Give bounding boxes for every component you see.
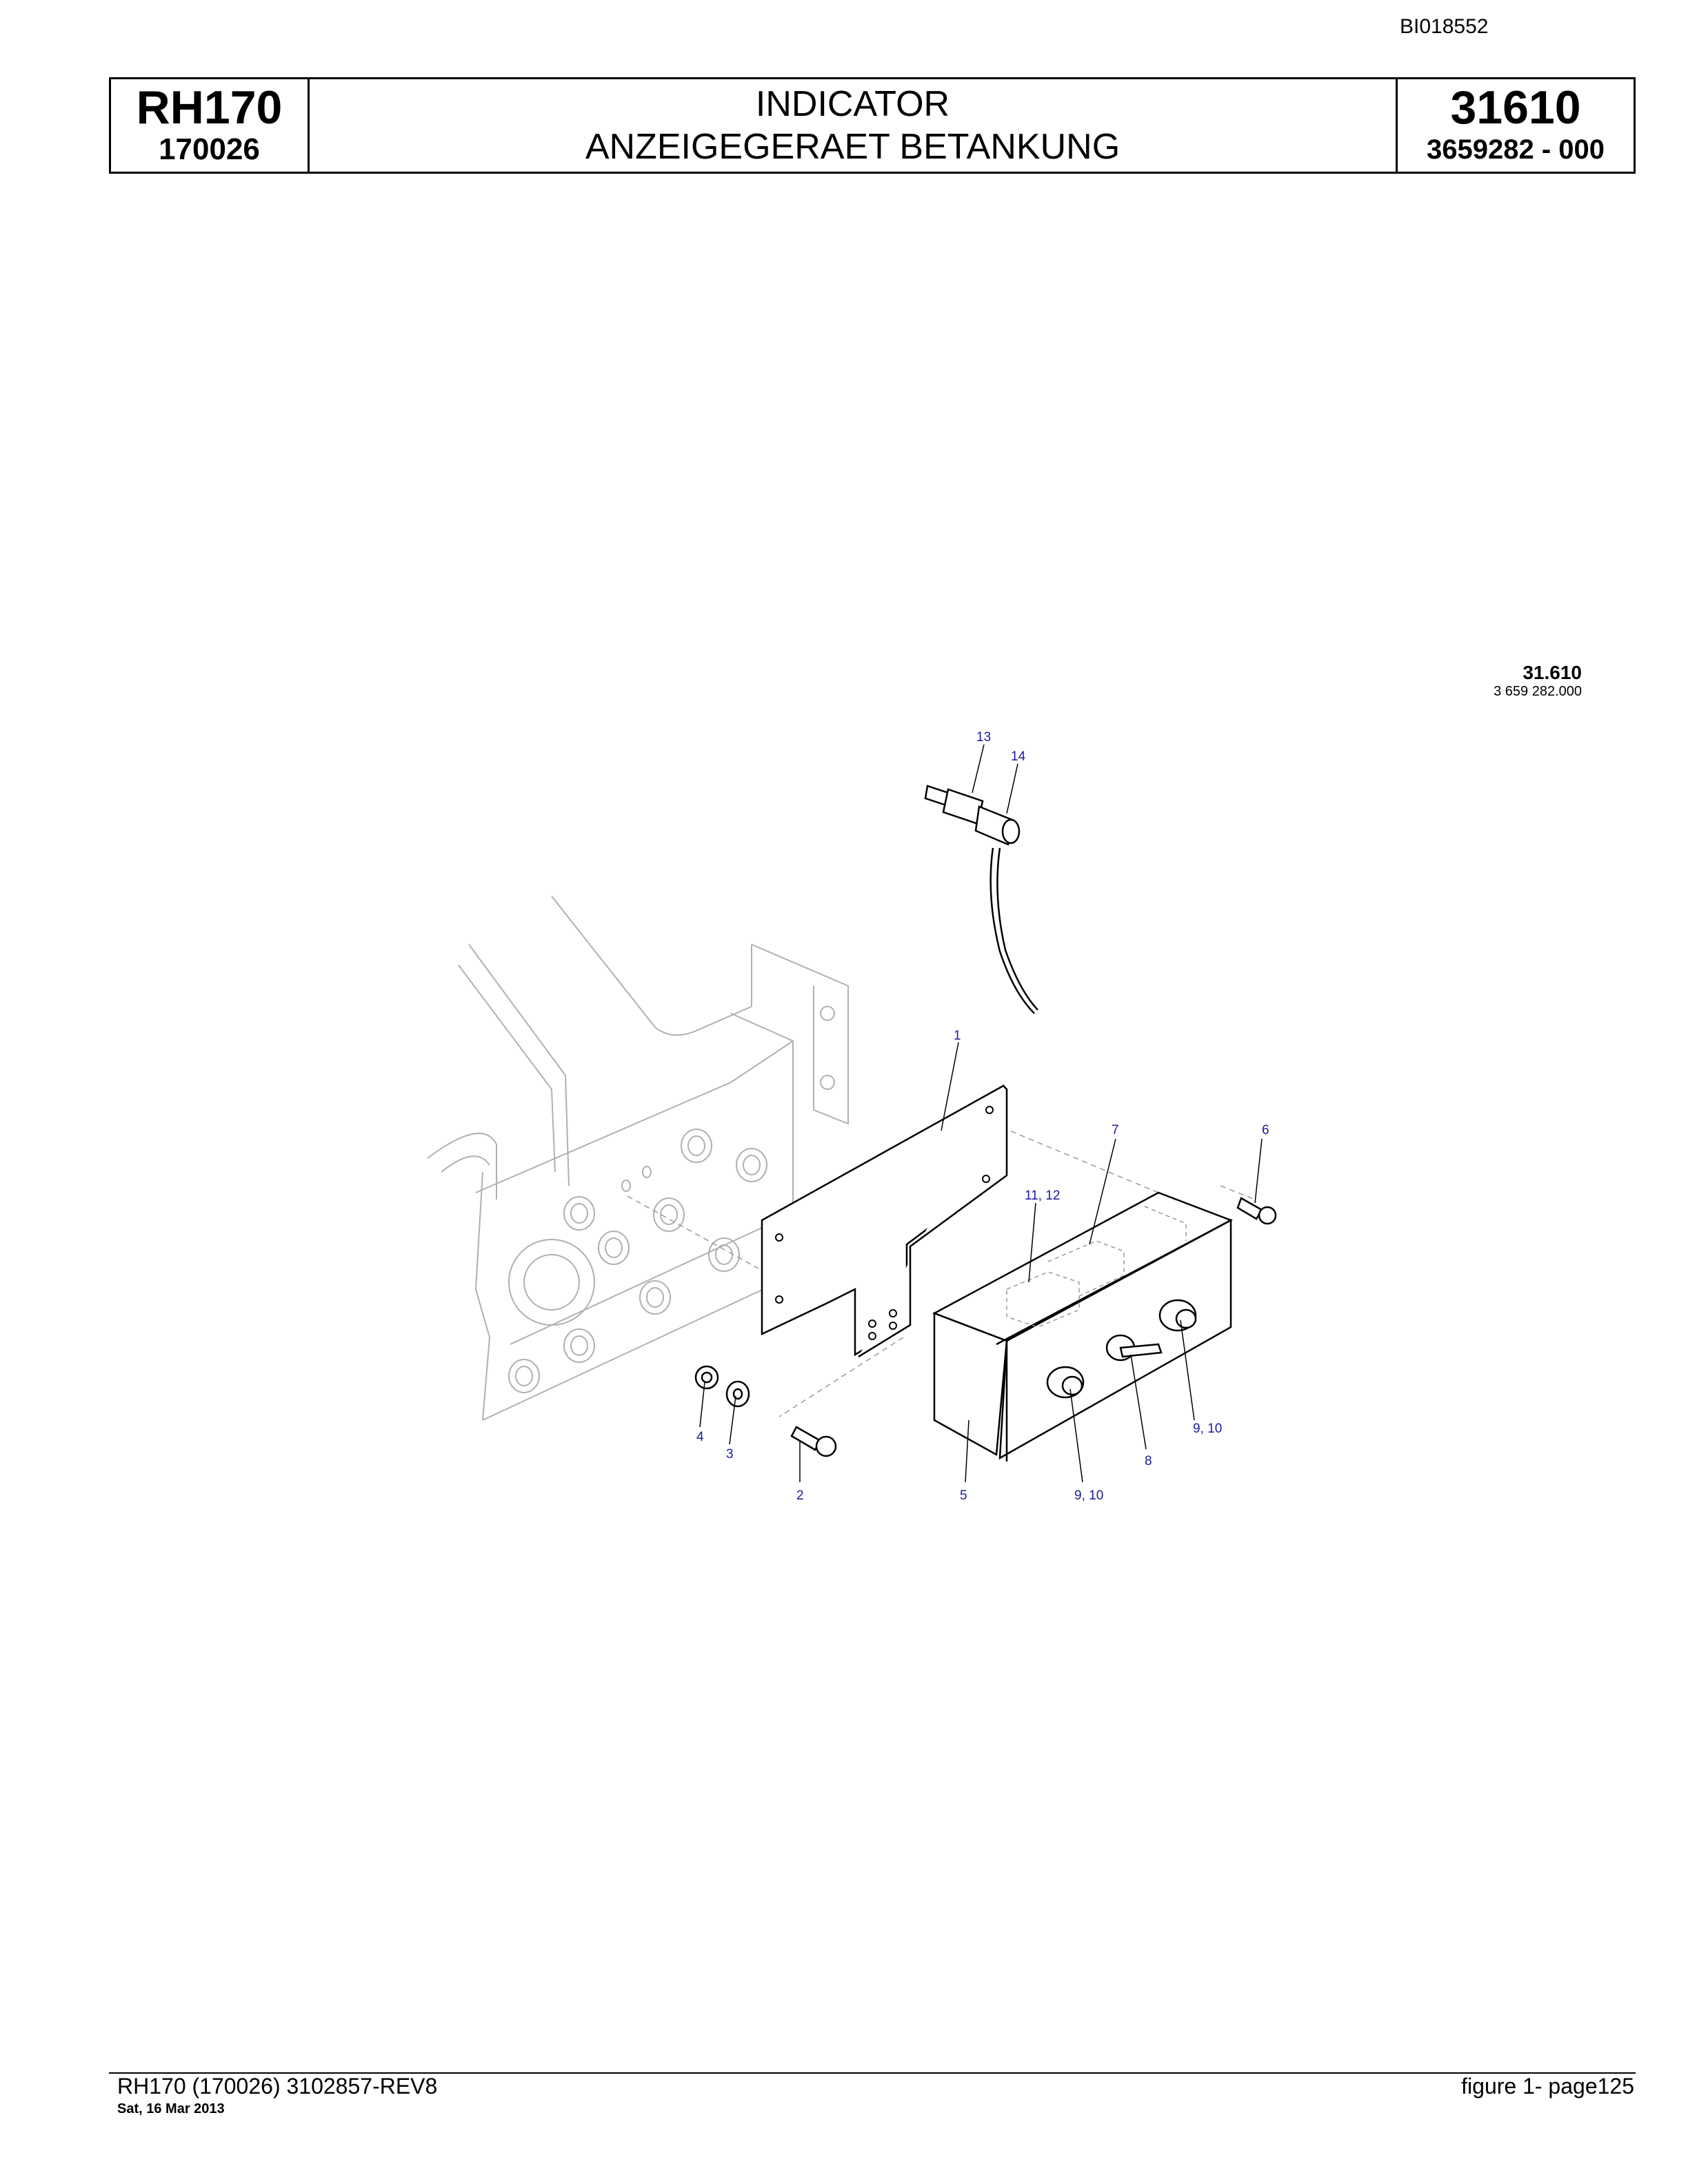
sender-cable [989, 847, 1038, 1014]
callout-11-12: 11, 12 [1025, 1189, 1060, 1203]
group-cell: 31610 3659282 - 000 [1398, 79, 1634, 172]
screw-6 [1236, 1197, 1277, 1225]
serial-number: 170026 [159, 132, 260, 166]
mounting-plate [761, 1084, 1008, 1358]
callout-1: 1 [954, 1029, 961, 1043]
figure-group-ref: 31.610 [1523, 662, 1582, 683]
callout-6: 6 [1262, 1123, 1269, 1138]
model-cell: RH170 170026 [111, 79, 310, 172]
title-english: INDICATOR [755, 84, 950, 124]
leader-lines [699, 744, 1263, 1483]
nut-4 [694, 1365, 719, 1390]
footer-date: Sat, 16 Mar 2013 [117, 2101, 225, 2116]
group-number: 31610 [1450, 81, 1581, 134]
callout-8: 8 [1145, 1454, 1152, 1468]
callout-14: 14 [1011, 749, 1026, 764]
document-id: BI018552 [1400, 15, 1489, 38]
title-cell: INDICATOR ANZEIGEGERAET BETANKUNG [310, 79, 1398, 172]
machine-frame [427, 896, 849, 1421]
callout-5: 5 [960, 1488, 967, 1503]
callout-9-10-right: 9, 10 [1193, 1422, 1222, 1436]
callout-3: 3 [726, 1447, 734, 1462]
housing-hidden-parts [1006, 1206, 1187, 1328]
callout-13: 13 [976, 730, 991, 745]
indicator-housing [932, 1191, 1233, 1462]
callout-2: 2 [796, 1488, 804, 1503]
part-number: 3659282 - 000 [1426, 134, 1605, 165]
title-block: RH170 170026 INDICATOR ANZEIGEGERAET BET… [109, 77, 1636, 174]
washer-3 [725, 1380, 750, 1408]
callout-9-10-left: 9, 10 [1074, 1488, 1103, 1503]
footer-document-ref: RH170 (170026) 3102857-REV8 [117, 2074, 438, 2099]
callout-4: 4 [696, 1430, 704, 1444]
model-number: RH170 [136, 81, 283, 134]
callout-7: 7 [1112, 1123, 1119, 1138]
figure-reference: 31.610 3 659 282.000 [1494, 662, 1582, 700]
indicator-lamp-right [1158, 1299, 1197, 1332]
footer-page-ref: figure 1- page125 [1461, 2074, 1634, 2099]
assembly-lines [627, 1123, 1256, 1417]
footer-rule [109, 2072, 1636, 2074]
indicator-lamp-left [1046, 1366, 1085, 1399]
plate-holes [775, 1106, 994, 1340]
bolt-2 [790, 1426, 837, 1457]
figure-part-ref: 3 659 282.000 [1494, 684, 1582, 699]
title-german: ANZEIGEGERAET BETANKUNG [585, 127, 1121, 167]
frame-bolt-holes [508, 1129, 767, 1393]
toggle-switch [1105, 1334, 1163, 1362]
sender-body [924, 785, 1021, 846]
